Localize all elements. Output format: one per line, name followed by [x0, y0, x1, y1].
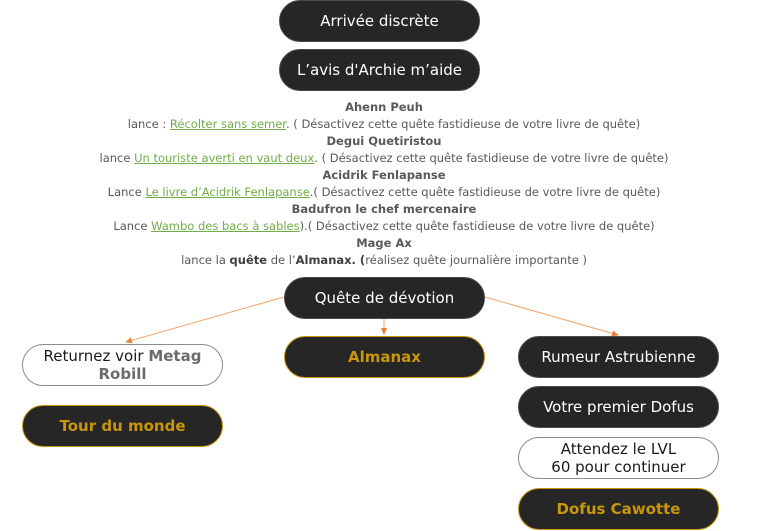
npc-name: Badufron le chef mercenaire	[291, 202, 477, 216]
quest-line-prefix: lance	[99, 151, 135, 165]
node-label: Dofus Cawotte	[556, 500, 681, 518]
quest-line: lance : Récolter sans semer. ( Désactive…	[0, 116, 768, 133]
bold-text: quête	[229, 253, 268, 267]
text: de l’	[267, 253, 296, 267]
quest-line-suffix: . ( Désactivez cette quête fastidieuse d…	[285, 117, 641, 131]
quest-link[interactable]: Le livre d’Acidrik Fenlapanse	[145, 185, 310, 199]
arrow-to-rumeur	[484, 296, 619, 337]
node-label: Votre premier Dofus	[543, 398, 694, 416]
quest-line-suffix: ).( Désactivez cette quête fastidieuse d…	[299, 219, 655, 233]
node-label-npc: Metag Robill	[98, 347, 202, 383]
node-label: Rumeur Astrubienne	[541, 348, 696, 366]
node-label: Returnez voir Metag Robill	[23, 347, 222, 383]
npc-name: Mage Ax	[356, 236, 412, 250]
node-label: Quête de dévotion	[314, 289, 455, 307]
quest-line-prefix: Lance	[107, 185, 146, 199]
quest-line-suffix: . ( Désactivez cette quête fastidieuse d…	[314, 151, 669, 165]
quest-line-suffix: .( Désactivez cette quête fastidieuse de…	[309, 185, 661, 199]
quest-instructions: Ahenn Peuh lance : Récolter sans semer. …	[0, 99, 768, 269]
mage-line: lance la quête de l’Almanax. (réalisez q…	[0, 252, 768, 269]
node-label-text: Returnez voir	[43, 347, 149, 365]
node-arrivee-discrete[interactable]: Arrivée discrète	[279, 0, 480, 42]
npc-name: Degui Quetiristou	[326, 134, 442, 148]
node-label: L’avis d'Archie m’aide	[296, 61, 463, 79]
npc-name: Ahenn Peuh	[345, 100, 423, 114]
node-dofus-cawotte[interactable]: Dofus Cawotte	[518, 488, 719, 530]
quest-line: Lance Wambo des bacs à sables).( Désacti…	[0, 218, 768, 235]
node-returnez-metag-robill[interactable]: Returnez voir Metag Robill	[22, 344, 223, 386]
node-label: Tour du monde	[59, 417, 186, 435]
quest-line: lance Un touriste averti en vaut deux. (…	[0, 150, 768, 167]
node-quete-devotion[interactable]: Quête de dévotion	[284, 277, 485, 319]
quest-line-prefix: lance :	[127, 117, 170, 131]
node-rumeur-astrubienne[interactable]: Rumeur Astrubienne	[518, 336, 719, 378]
text: lance la	[181, 253, 230, 267]
node-tour-du-monde[interactable]: Tour du monde	[22, 405, 223, 447]
text: réalisez quête journalière importante )	[365, 253, 587, 267]
node-label: Arrivée discrète	[320, 12, 439, 30]
quest-line: Lance Le livre d’Acidrik Fenlapanse.( Dé…	[0, 184, 768, 201]
node-avis-archie[interactable]: L’avis d'Archie m’aide	[279, 49, 480, 91]
node-attendez-lvl60[interactable]: Attendez le LVL 60 pour continuer	[518, 437, 719, 479]
quest-link[interactable]: Un touriste averti en vaut deux	[134, 151, 315, 165]
node-label: Attendez le LVL 60 pour continuer	[551, 440, 686, 476]
quest-line-prefix: Lance	[113, 219, 152, 233]
arrow-to-returnez	[125, 296, 285, 344]
node-almanax[interactable]: Almanax	[284, 336, 485, 378]
node-votre-premier-dofus[interactable]: Votre premier Dofus	[518, 386, 719, 428]
bold-text: Almanax. (	[295, 253, 366, 267]
node-label: Almanax	[348, 348, 421, 366]
npc-name: Acidrik Fenlapanse	[322, 168, 446, 182]
quest-link[interactable]: Wambo des bacs à sables	[151, 219, 300, 233]
quest-link[interactable]: Récolter sans semer	[169, 117, 286, 131]
